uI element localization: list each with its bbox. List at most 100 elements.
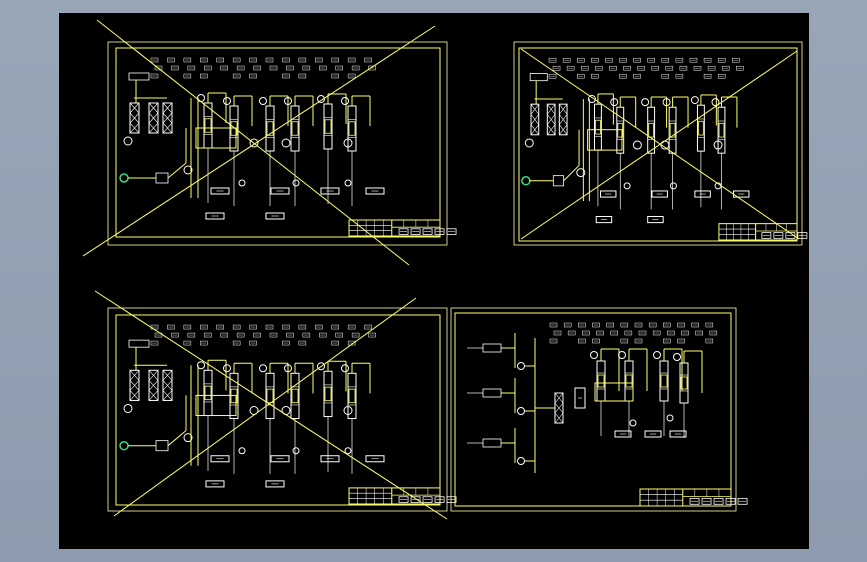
storage-tank	[647, 215, 664, 224]
cross-out-line	[82, 25, 436, 257]
feed-block	[128, 339, 150, 348]
pump-icon	[292, 447, 300, 455]
storage-tank	[210, 455, 230, 463]
cross-out-line	[520, 48, 800, 240]
storage-tank	[574, 387, 586, 409]
storage-tank	[205, 212, 225, 220]
heat-exchanger-icon	[223, 364, 231, 373]
heat-exchanger-icon	[284, 364, 292, 373]
storage-tank	[265, 212, 285, 220]
storage-tank	[669, 430, 687, 438]
pump-icon	[576, 168, 586, 178]
feed-tank	[482, 438, 502, 448]
heat-exchanger-icon	[711, 98, 720, 107]
reactor	[554, 392, 564, 424]
feed-drum-frame	[587, 129, 623, 151]
heat-exchanger-icon	[653, 351, 661, 359]
storage-tank	[320, 187, 340, 195]
sheet-top-left	[82, 19, 457, 266]
storage-tank	[320, 455, 340, 463]
feed-tank	[482, 343, 502, 353]
cooler-icon	[632, 140, 642, 150]
storage-tank	[365, 187, 385, 195]
heat-exchanger-icon	[259, 97, 267, 105]
feed-block	[529, 73, 548, 82]
reactor	[129, 369, 140, 401]
pump-icon	[623, 182, 631, 190]
pump-icon	[292, 179, 300, 187]
heat-exchanger-icon	[587, 95, 596, 104]
heat-exchanger-icon	[662, 98, 671, 107]
heat-exchanger-icon	[317, 95, 325, 103]
storage-tank	[595, 215, 613, 224]
feed-inlet-icon	[119, 440, 129, 451]
pump-icon	[669, 182, 677, 190]
drum-frame	[594, 382, 634, 402]
heat-exchanger-icon	[341, 364, 349, 373]
storage-tank	[265, 480, 285, 488]
heat-exchanger-icon	[618, 351, 626, 359]
cooler-icon	[713, 140, 723, 150]
heat-exchanger-icon	[690, 96, 699, 105]
cooler-icon	[249, 138, 259, 148]
cross-out-line	[113, 297, 417, 517]
feed-block	[128, 72, 150, 81]
reactor	[148, 102, 159, 134]
heat-exchanger-icon	[284, 97, 292, 105]
title-block	[639, 488, 732, 507]
heat-exchanger-icon	[610, 98, 619, 107]
heat-exchanger-icon	[673, 353, 681, 361]
reactor	[558, 103, 568, 136]
pump-icon	[666, 414, 674, 422]
feed-inlet-icon	[521, 176, 531, 186]
heat-exchanger-icon	[590, 351, 598, 359]
reactor	[148, 369, 159, 401]
title-block	[718, 223, 798, 241]
pump-icon	[524, 138, 534, 148]
heat-exchanger-icon	[223, 97, 231, 105]
pump-icon	[344, 179, 352, 187]
sheet-outer-border	[107, 41, 448, 246]
cross-out-line	[94, 290, 448, 520]
storage-tank	[270, 455, 290, 463]
title-block	[348, 487, 441, 505]
pump-icon	[517, 457, 525, 465]
storage-tank	[600, 190, 617, 198]
reactor	[162, 369, 173, 401]
pump-icon	[238, 447, 246, 455]
cad-drawing-canvas[interactable]	[59, 13, 809, 549]
pump-icon	[517, 362, 525, 370]
pump-icon	[517, 407, 525, 415]
heater-block	[552, 175, 565, 187]
drawing-sheets	[82, 19, 808, 520]
cooler-icon	[343, 406, 353, 416]
storage-tank	[270, 187, 290, 195]
heat-exchanger-icon	[341, 97, 349, 105]
storage-tank	[210, 187, 230, 195]
sheet-bottom-right	[450, 307, 748, 512]
heat-exchanger-icon	[641, 98, 650, 107]
cooler-icon	[281, 138, 291, 148]
heat-exchanger-icon	[197, 94, 205, 102]
sheet-outer-border	[513, 41, 803, 246]
storage-tank	[644, 430, 662, 438]
sheet-inner-border	[518, 47, 798, 242]
title-block	[348, 219, 441, 237]
sheet-outer-border	[107, 307, 448, 512]
sheet-bottom-left	[94, 290, 457, 520]
reactor	[162, 102, 173, 134]
sheet-inner-border	[115, 314, 441, 506]
pump-icon	[123, 136, 133, 146]
heat-exchanger-icon	[317, 362, 325, 371]
sheet-outer-border	[450, 307, 737, 512]
heater-block	[155, 172, 169, 184]
feed-tank	[482, 388, 502, 398]
reactor	[530, 103, 540, 136]
sheet-inner-border	[115, 47, 441, 238]
pump-icon	[123, 403, 133, 413]
storage-tank	[205, 480, 225, 488]
storage-tank	[651, 190, 668, 198]
cross-out-line	[96, 19, 410, 266]
pump-icon	[183, 433, 193, 443]
cooler-icon	[343, 138, 353, 148]
